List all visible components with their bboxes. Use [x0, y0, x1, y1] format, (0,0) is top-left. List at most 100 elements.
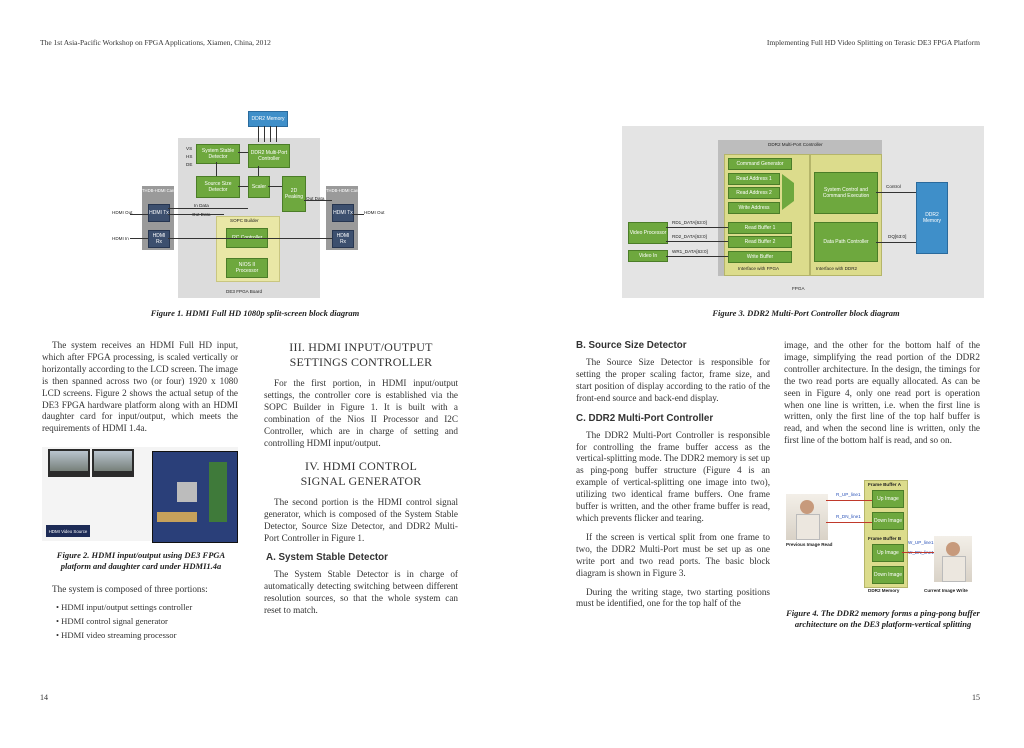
hdmi-rx-right: HDMI Rx [332, 230, 354, 248]
previous-image-photo [786, 494, 828, 540]
write-buffer-block: Write Buffer [728, 251, 792, 263]
hdmi-video-source-label: HDMI Video Source [48, 528, 88, 534]
system-stable-detector-block: System Stable Detector [196, 144, 240, 164]
read-buffer-2-block: Read Buffer 2 [728, 236, 792, 248]
down-image-b: Down Image [872, 566, 904, 584]
in-data-label: In Data [194, 203, 209, 208]
column-1: The system receives an HDMI Full HD inpu… [42, 340, 238, 442]
r-dn-label: R_DN_line1 [836, 514, 861, 519]
column-2: III. HDMI INPUT/OUTPUT SETTINGS CONTROLL… [264, 340, 458, 624]
col3-paragraph-4: During the writing stage, two starting p… [576, 586, 770, 609]
read-address-2-block: Read Address 2 [728, 187, 780, 199]
down-image-a: Down Image [872, 512, 904, 530]
r-up-label: R_UP_line1 [836, 492, 861, 497]
up-image-b: Up Image [872, 544, 904, 562]
de-label: DE [186, 162, 193, 167]
page-number-left: 14 [40, 693, 48, 702]
figure1-diagram: DE3 FPGA Board DDR2 Memory System Stable… [108, 108, 392, 298]
vs-label: VS [186, 146, 193, 151]
hdmi-tx-right: HDMI Tx [332, 204, 354, 222]
interface-ddr2-label: Interface with DDR2 [816, 266, 858, 271]
column-3: B. Source Size Detector The Source Size … [576, 340, 770, 617]
section-iv-heading: IV. HDMI CONTROL SIGNAL GENERATOR [300, 459, 422, 489]
scaler-block: Scaler [248, 176, 270, 198]
peaking-block: 2D Peaking [282, 176, 306, 212]
hdmi-out-label-right: HDMI Out [364, 210, 385, 215]
system-control-block: System Control and Command Execution [814, 172, 878, 214]
ddr2-controller-block: DDR2 Multi-Port Controller [248, 144, 290, 168]
lcd-monitor-left [48, 449, 90, 477]
command-generator-block: Command Generator [728, 158, 792, 170]
section-iii-heading: III. HDMI INPUT/OUTPUT SETTINGS CONTROLL… [289, 340, 433, 369]
col1-paragraph-2: The system is composed of three portions… [52, 584, 208, 594]
nios-processor-block: NIOS II Processor [226, 258, 268, 278]
figure1-caption: Figure 1. HDMI Full HD 1080p split-scree… [150, 308, 360, 318]
page-number-right: 15 [972, 693, 980, 702]
hdmi-rx-left: HDMI Rx [148, 230, 170, 248]
column-1-bottom: The system is composed of three portions… [42, 584, 238, 642]
col2-paragraph-3: The System Stable Detector is in charge … [264, 569, 458, 615]
out-data-label-right: Out Data [306, 196, 325, 201]
column-4: image, and the other for the bottom half… [784, 340, 980, 454]
dq-label: DQ[63:0] [888, 234, 907, 239]
figure4-diagram: Previous Image Read Frame Buffer A Up Im… [784, 480, 980, 598]
frame-buffer-a-label: Frame Buffer A [868, 482, 902, 487]
interface-fpga-label: Interface with FPGA [738, 266, 780, 271]
hs-label: HS [186, 154, 193, 159]
col4-paragraph-1: image, and the other for the bottom half… [784, 340, 980, 446]
video-processor-block: Video Processor [628, 222, 668, 244]
figure2-photo: HDMI Video Source [42, 447, 238, 543]
col3-paragraph-2: The DDR2 Multi-Port Controller is respon… [576, 429, 770, 523]
ddr2-memory-block: DDR2 Memory [916, 182, 948, 254]
de3-board-label: DE3 FPGA Board [226, 289, 263, 294]
datapath-controller-block: Data Path Controller [814, 222, 878, 262]
col3-paragraph-3: If the screen is vertical split from one… [576, 531, 770, 578]
hdmi-card-left-label: THDB-HDMI Card [142, 188, 176, 193]
rd1-data-label: RD1_DATA[63:0] [672, 220, 707, 225]
hdmi-tx-left: HDMI Tx [148, 204, 170, 222]
source-size-detector-block: Source Size Detector [196, 176, 240, 198]
write-address-block: Write Address [728, 202, 780, 214]
rd2-data-label: RD2_DATA[63:0] [672, 234, 707, 239]
up-image-a: Up Image [872, 490, 904, 508]
col2-paragraph-1: For the first portion, in HDMI input/out… [264, 378, 458, 448]
lcd-monitor-right [92, 449, 134, 477]
ddr2-memory-label: DDR2 Memory [868, 588, 900, 593]
video-in-block: Video In [628, 250, 668, 262]
figure3-diagram: DDR2 Multi-Port Controller Interface wit… [622, 126, 984, 298]
fpga-label: FPGA [792, 286, 805, 291]
control-label: Control [886, 184, 901, 189]
subsection-c-heading: C. DDR2 Multi-Port Controller [576, 412, 714, 424]
current-image-photo [934, 536, 972, 582]
col2-paragraph-2: The second portion is the HDMI control s… [264, 497, 458, 544]
subsection-b-heading: B. Source Size Detector [576, 340, 687, 351]
hdmi-out-label-left: HDMI Out [112, 210, 133, 215]
ddr2-controller-title: DDR2 Multi-Port Controller [768, 142, 823, 147]
portion-list: HDMI input/output settings controller HD… [56, 600, 238, 642]
hdmi-video-source-box: HDMI Video Source [46, 525, 90, 537]
current-image-label: Current Image Write [924, 588, 968, 593]
figure4-caption: Figure 4. The DDR2 memory forms a ping-p… [786, 608, 980, 629]
col3-paragraph-1: The Source Size Detector is responsible … [576, 357, 770, 403]
wr1-data-label: WR1_DATA[63:0] [672, 249, 708, 254]
read-address-1-block: Read Address 1 [728, 173, 780, 185]
list-item: HDMI input/output settings controller [56, 600, 238, 614]
figure2-caption: Figure 2. HDMI input/output using DE3 FP… [56, 550, 226, 571]
ddr2-memory-block: DDR2 Memory [248, 111, 288, 127]
list-item: HDMI control signal generator [56, 614, 238, 628]
hdmi-card-right-label: THDB-HDMI Card [326, 188, 360, 193]
de3-board-photo [152, 451, 238, 543]
w-up-label: W_UP_line1 [908, 540, 934, 545]
running-header-left: The 1st Asia-Pacific Workshop on FPGA Ap… [40, 38, 271, 47]
sopc-builder-label: SOPC Builder [230, 218, 259, 223]
list-item: HDMI video streaming processor [56, 628, 238, 642]
running-header-right: Implementing Full HD Video Splitting on … [766, 38, 980, 47]
subsection-a-heading: A. System Stable Detector [266, 552, 388, 564]
col1-paragraph-1: The system receives an HDMI Full HD inpu… [42, 340, 238, 434]
previous-image-label: Previous Image Read [786, 542, 833, 547]
mux-shape [782, 174, 794, 210]
hdmi-in-label: HDMI In [112, 236, 129, 241]
read-buffer-1-block: Read Buffer 1 [728, 222, 792, 234]
figure3-caption: Figure 3. DDR2 Multi-Port Controller blo… [712, 308, 900, 318]
frame-buffer-b-label: Frame Buffer B [868, 536, 902, 541]
